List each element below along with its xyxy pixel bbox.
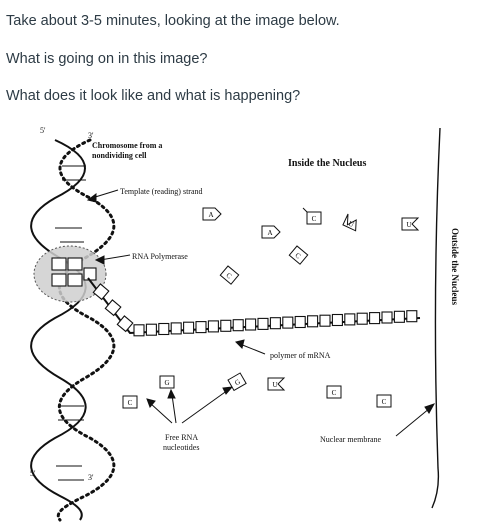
rna-polymerase-label: RNA Polymerase — [132, 252, 188, 261]
mrna-base — [393, 310, 405, 323]
nucleotide-c4: C — [122, 395, 138, 409]
mrna-base — [282, 316, 294, 329]
svg-text:C: C — [312, 215, 317, 223]
mrna-base — [331, 313, 343, 327]
mrna-base — [158, 322, 170, 336]
prompt-line-1: Take about 3-5 minutes, looking at the i… — [6, 13, 340, 29]
svg-text:C: C — [225, 271, 234, 280]
svg-text:G: G — [233, 378, 241, 387]
nucleotide-g1: G — [159, 375, 175, 389]
mrna-base — [183, 321, 195, 334]
end-top-3: 3' — [88, 131, 94, 140]
polymerase-bases — [51, 257, 97, 287]
template-strand-label: Template (reading) strand — [120, 187, 203, 196]
chromosome-label-1: Chromosome from a — [92, 141, 162, 150]
nucleotide-c6: C — [376, 394, 392, 408]
mrna-base — [269, 317, 281, 330]
nucleotide-u2: U — [401, 217, 420, 231]
svg-text:G: G — [164, 379, 169, 387]
nucleotide-u3: U — [267, 377, 286, 391]
svg-text:U: U — [347, 220, 355, 229]
nuclear-membrane — [431, 127, 441, 509]
mrna-base — [245, 318, 257, 331]
mrna-base — [381, 311, 393, 324]
leader-lines — [86, 189, 436, 437]
svg-text:U: U — [272, 381, 277, 389]
free-rna-label-2: nucleotides — [163, 443, 199, 452]
nucleotide-c1: C — [302, 207, 322, 225]
mrna-base — [195, 321, 207, 334]
svg-text:C: C — [128, 399, 133, 407]
mrna-base — [133, 324, 145, 337]
mrna-base — [257, 317, 269, 330]
prompt-line-3: What does it look like and what is happe… — [6, 88, 301, 104]
mrna-base — [356, 312, 368, 325]
mrna-base — [406, 310, 418, 323]
nucleotide-c2: C — [219, 265, 240, 285]
free-nucleotides: A A C U U C C G C G U C C — [122, 207, 420, 409]
mrna-base — [220, 319, 232, 332]
mrna-bases — [92, 283, 134, 333]
svg-text:A: A — [208, 211, 213, 219]
end-top-5: 5' — [40, 126, 46, 135]
nucleotide-c3: C — [288, 245, 309, 265]
mrna-base — [232, 319, 244, 332]
mrna-base — [145, 323, 157, 336]
nucleotide-g2: G — [227, 372, 247, 392]
mrna-base — [207, 320, 219, 333]
nuclear-membrane-label: Nuclear membrane — [320, 435, 382, 444]
svg-text:A: A — [267, 229, 272, 237]
nucleotide-a1: A — [202, 207, 222, 221]
mrna-base — [307, 315, 319, 328]
mrna-base — [294, 315, 306, 329]
nucleotide-a2: A — [261, 225, 281, 239]
inside-nucleus-label: Inside the Nucleus — [288, 158, 366, 169]
prompt-line-2: What is going on in this image? — [6, 51, 208, 67]
mrna-base — [170, 322, 182, 335]
nucleotide-u1: U — [342, 213, 357, 232]
dna-strand-dotted — [56, 138, 116, 522]
dna-rungs — [55, 165, 86, 481]
mrna-base — [319, 314, 331, 327]
svg-text:U: U — [406, 221, 411, 229]
transcription-diagram: A A C U U C C G C G U C C 5' 3' Chromoso… — [0, 118, 503, 526]
free-rna-label-1: Free RNA — [165, 433, 198, 442]
dna-strand-solid — [30, 139, 87, 521]
svg-text:C: C — [332, 389, 337, 397]
svg-text:C: C — [294, 251, 303, 260]
mrna-base — [369, 312, 381, 325]
polymer-mrna-label: polymer of mRNA — [270, 351, 331, 360]
chromosome-label-2: nondividing cell — [92, 151, 147, 160]
end-bottom-5: 5' — [30, 469, 36, 478]
nucleotide-c5: C — [326, 385, 342, 399]
end-bottom-3: 3' — [88, 473, 94, 482]
mrna-base — [344, 313, 356, 326]
svg-text:C: C — [382, 398, 387, 406]
outside-nucleus-label: Outside the Nucleus — [450, 228, 460, 306]
mrna-chain — [133, 310, 418, 337]
